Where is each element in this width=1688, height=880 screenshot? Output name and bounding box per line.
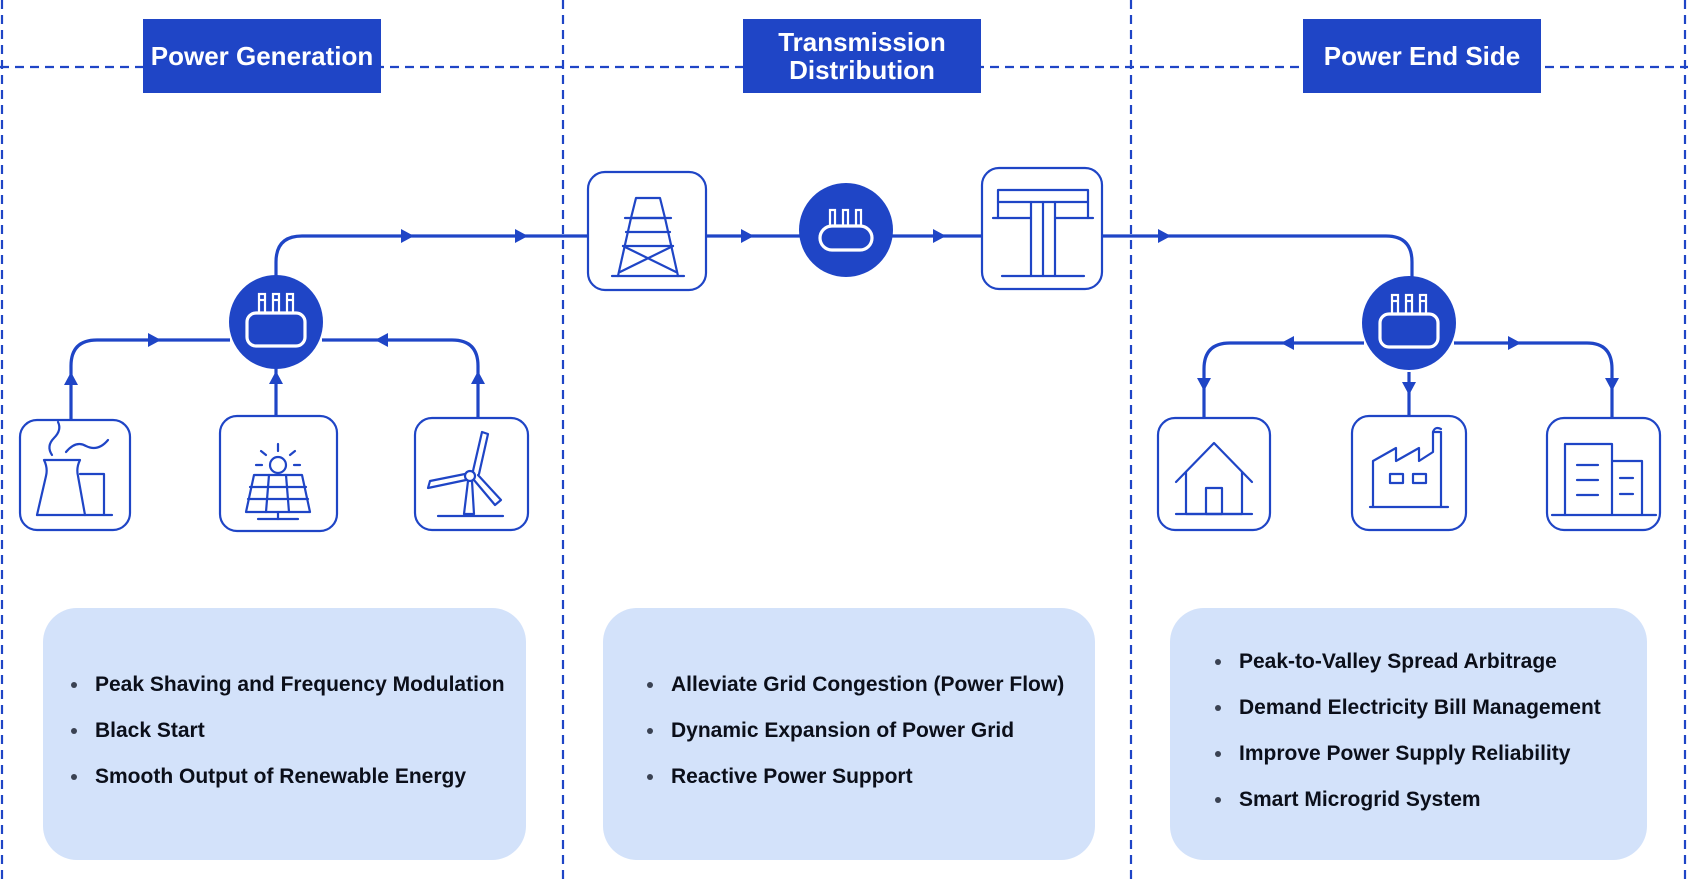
arrow-up-thermal (64, 372, 78, 385)
transmission-tower-icon (610, 196, 686, 278)
generation-benefits-panel: Peak Shaving and Frequency Modulation Bl… (43, 608, 526, 860)
distribution-pole-icon (991, 188, 1095, 278)
list-item: Reactive Power Support (645, 754, 1095, 800)
flow-hub-to-house (1202, 341, 1364, 418)
bullet-dot (71, 728, 77, 734)
end-side-storage-hub (1362, 276, 1456, 370)
bullet-dot (1215, 705, 1221, 711)
arrow-right-grid-1 (401, 229, 414, 243)
office-box (1545, 416, 1662, 532)
arrow-right-thermal (148, 333, 161, 347)
bullet-dot (647, 774, 653, 780)
list-item-text: Smart Microgrid System (1239, 788, 1481, 811)
flow-pole-to-end-hub (1102, 234, 1414, 280)
arrow-down-factory (1402, 382, 1416, 395)
thermal-power-plant-icon (35, 420, 114, 517)
wind-turbine-icon (426, 430, 505, 518)
bullet-dot (1215, 659, 1221, 665)
arrow-right-office (1508, 336, 1521, 350)
list-item: Demand Electricity Bill Management (1213, 685, 1647, 731)
generation-storage-hub (229, 275, 323, 369)
title-line: Transmission (778, 27, 946, 57)
transmission-benefits-panel: Alleviate Grid Congestion (Power Flow) D… (603, 608, 1095, 860)
arrow-left-house (1281, 336, 1294, 350)
list-item: Dynamic Expansion of Power Grid (645, 708, 1095, 754)
factory-icon (1368, 426, 1450, 509)
arrow-up-wind (471, 371, 485, 384)
arrow-left-wind (375, 333, 388, 347)
title-line: Power End Side (1323, 41, 1521, 71)
flow-hub-to-grid (274, 234, 588, 276)
list-item: Peak Shaving and Frequency Modulation (69, 662, 526, 708)
title-line: Power Generation (150, 41, 374, 71)
factory-box (1350, 414, 1468, 532)
section-title-generation: Power Generation (143, 19, 381, 93)
arrow-right-grid-2 (515, 229, 528, 243)
transmission-benefits-list: Alleviate Grid Congestion (Power Flow) D… (645, 662, 1095, 800)
bullet-dot (647, 728, 653, 734)
list-item: Black Start (69, 708, 526, 754)
arrow-right-end-side (1158, 229, 1171, 243)
bullet-dot (647, 682, 653, 688)
house-icon (1174, 441, 1254, 516)
list-item-text: Alleviate Grid Congestion (Power Flow) (671, 673, 1065, 696)
transmission-storage-node (799, 183, 893, 277)
section-title-end-side: Power End Side (1303, 19, 1541, 93)
end-side-benefits-panel: Peak-to-Valley Spread Arbitrage Demand E… (1170, 608, 1647, 860)
list-item: Smart Microgrid System (1213, 777, 1647, 823)
list-item-text: Reactive Power Support (671, 765, 913, 788)
arrow-down-house (1197, 378, 1211, 391)
list-item-text: Improve Power Supply Reliability (1239, 742, 1571, 765)
end-side-benefits-list: Peak-to-Valley Spread Arbitrage Demand E… (1213, 639, 1647, 823)
bullet-dot (71, 682, 77, 688)
arrow-up-solar (269, 371, 283, 384)
flow-wind-to-hub (322, 338, 480, 418)
flow-thermal-to-hub (69, 338, 230, 420)
bullet-dot (1215, 797, 1221, 803)
thermal-box (18, 418, 132, 532)
list-item: Alleviate Grid Congestion (Power Flow) (645, 662, 1095, 708)
flow-hub-to-office (1454, 341, 1614, 418)
office-building-icon (1550, 442, 1658, 517)
solar-panel-icon (244, 442, 312, 521)
list-item-text: Peak Shaving and Frequency Modulation (95, 673, 505, 696)
title-line: Distribution (789, 55, 935, 85)
arrow-right-storage (933, 229, 946, 243)
arrow-down-office (1605, 378, 1619, 391)
list-item-text: Black Start (95, 719, 205, 742)
list-item: Peak-to-Valley Spread Arbitrage (1213, 639, 1647, 685)
bullet-dot (1215, 751, 1221, 757)
arrow-right-tower (741, 229, 754, 243)
list-item-text: Peak-to-Valley Spread Arbitrage (1239, 650, 1557, 673)
bullet-dot (71, 774, 77, 780)
list-item-text: Demand Electricity Bill Management (1239, 696, 1601, 719)
generation-benefits-list: Peak Shaving and Frequency Modulation Bl… (69, 662, 526, 800)
list-item-text: Dynamic Expansion of Power Grid (671, 719, 1015, 742)
section-title-transmission: Transmission Distribution (743, 19, 981, 93)
list-item: Smooth Output of Renewable Energy (69, 754, 526, 800)
list-item-text: Smooth Output of Renewable Energy (95, 765, 467, 788)
list-item: Improve Power Supply Reliability (1213, 731, 1647, 777)
